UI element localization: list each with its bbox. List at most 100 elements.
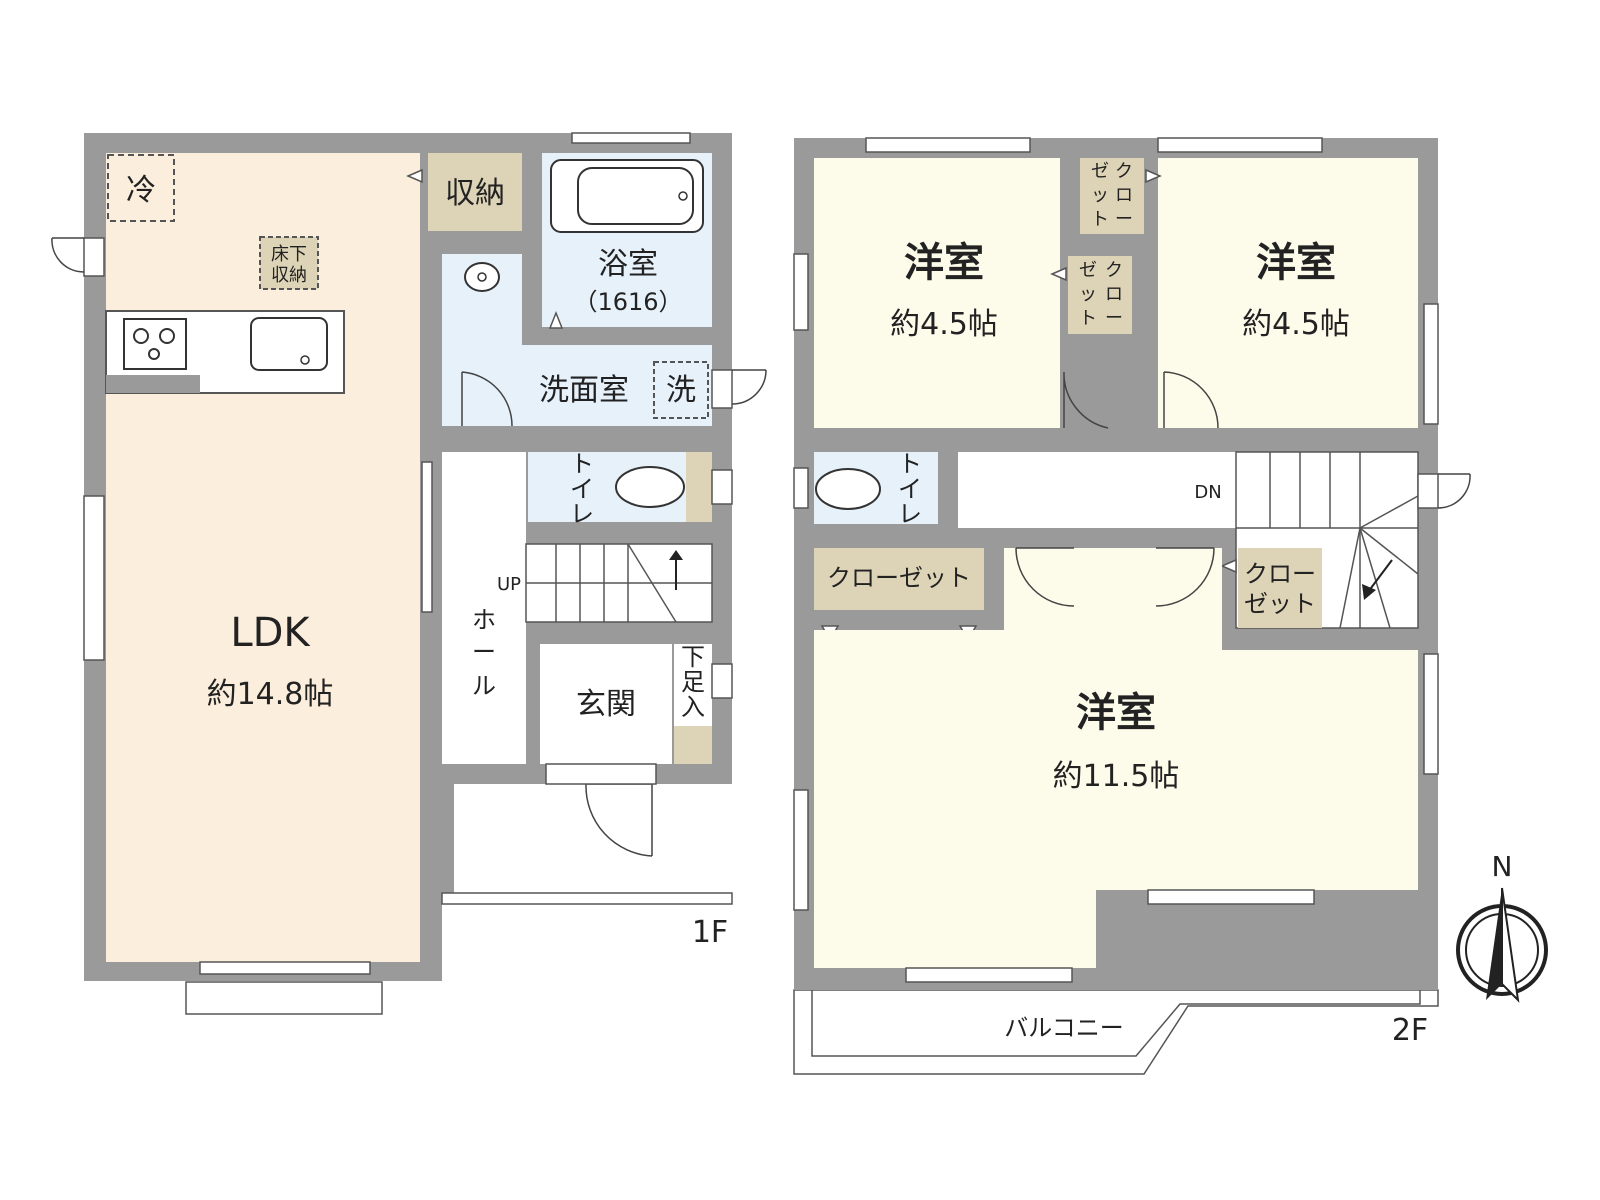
window-bay <box>185 981 383 1015</box>
window <box>1423 303 1439 425</box>
storage-label: 収納 <box>445 176 505 211</box>
bath-spec: （1616） <box>573 288 682 316</box>
bedroom-left-name: 洋室 <box>904 240 984 286</box>
room-washroom <box>442 254 712 426</box>
closet-small-char-6: ー <box>1115 209 1133 230</box>
shoe-box-char-2: 足 <box>681 668 705 696</box>
compass: N <box>1456 850 1548 1003</box>
stair-arrow-head <box>669 550 683 560</box>
ldk-name: LDK <box>230 610 311 656</box>
door-swing <box>1437 473 1471 509</box>
bedroom-main-size: 約11.5帖 <box>1053 759 1180 794</box>
underfloor-storage-label-2: 収納 <box>271 265 307 286</box>
window <box>793 467 809 509</box>
floor-label-1f: 1F <box>692 915 728 950</box>
closet-stair <box>1238 548 1322 628</box>
door-swing <box>51 237 85 273</box>
drain-icon <box>300 355 310 365</box>
toilet-1f-char-3: レ <box>570 500 594 528</box>
closet-stair-label-1: クロー <box>1244 560 1316 588</box>
door-marker <box>1145 168 1162 184</box>
room-bedroom-left <box>814 158 1060 428</box>
toilet-2f-char-3: レ <box>898 500 922 528</box>
toilet-icon <box>615 466 685 508</box>
burner-icon <box>159 328 175 344</box>
washbasin-icon <box>464 262 500 292</box>
compass-needle-right <box>1501 887 1520 1003</box>
window <box>905 967 1073 983</box>
closet-small-char-5: ロ <box>1115 185 1133 206</box>
down-label: DN <box>1194 482 1221 503</box>
room-storage <box>428 153 522 231</box>
balcony-label: バルコニー <box>1004 1014 1124 1042</box>
closet-wide <box>814 548 984 610</box>
porch-area <box>442 784 734 982</box>
room-bedroom-main <box>814 548 1418 968</box>
closet-small2-char-3: ト <box>1079 308 1097 329</box>
closet-small-char-1: ゼ <box>1091 161 1109 182</box>
room-hall <box>442 452 526 764</box>
toilet-tank <box>686 452 712 522</box>
toilet-1f-char-2: イ <box>570 475 594 503</box>
porch-wall <box>442 784 454 904</box>
window <box>571 132 691 144</box>
closet-small-char-2: ッ <box>1091 185 1109 206</box>
door-marker <box>1220 558 1237 574</box>
door-swing <box>1015 547 1075 607</box>
closet-stair-label-2: ゼット <box>1244 590 1316 618</box>
shoe-box-char-1: 下 <box>681 643 705 671</box>
window <box>421 461 433 613</box>
closet-small2-char-1: ゼ <box>1079 260 1097 281</box>
counter-wall <box>106 375 200 393</box>
window <box>83 495 105 661</box>
door-swing <box>1063 371 1109 429</box>
sink-icon <box>250 317 328 371</box>
window <box>711 469 733 505</box>
door-swing <box>1155 547 1215 607</box>
window <box>1423 653 1439 775</box>
bedroom-right-name: 洋室 <box>1256 240 1336 286</box>
door-marker <box>406 168 423 184</box>
window <box>793 253 809 331</box>
bedroom-left-size: 約4.5帖 <box>890 307 998 342</box>
washer-box <box>653 361 709 419</box>
bathtub-icon <box>550 159 704 233</box>
hall-char-2: ー <box>472 638 496 666</box>
door-swing <box>461 371 513 427</box>
bedroom-main-name: 洋室 <box>1076 690 1156 736</box>
shoe-box-char-3: 入 <box>681 693 705 721</box>
window <box>1417 473 1439 509</box>
door-frame <box>545 763 657 785</box>
window <box>199 961 371 975</box>
window <box>1157 137 1323 153</box>
hall-char-3: ル <box>472 672 496 700</box>
door-swing <box>1163 371 1219 429</box>
closet-small-bottom <box>1068 256 1132 334</box>
toilet-icon <box>815 468 881 510</box>
burner-icon <box>133 328 149 344</box>
ldk-size: 約14.8帖 <box>207 677 334 712</box>
stair-treads-2f <box>1236 452 1419 629</box>
shoe-box-top <box>674 644 712 726</box>
door-marker <box>1050 266 1067 282</box>
fridge-box <box>107 154 175 222</box>
closet-small-char-4: ク <box>1115 161 1133 182</box>
closet-small-char-3: ト <box>1091 209 1109 230</box>
closet-small-top <box>1080 158 1144 234</box>
tub-drain-icon <box>678 191 688 201</box>
closet-wide-label: クローゼット <box>827 564 971 592</box>
up-label: UP <box>497 574 521 595</box>
closet-small2-char-6: ー <box>1105 308 1123 329</box>
first-floor: 冷 床下 収納 LDK 約14.8帖 収納 浴室 （1616） 洗面室 洗 <box>51 132 767 1015</box>
compass-needle-icon <box>1486 888 1502 1000</box>
window <box>711 369 733 409</box>
room-entrance <box>540 644 672 764</box>
second-floor: バルコニー 洋室 約4.5帖 洋室 約4.5帖 ゼ ッ ト ク ロ ー ゼ ッ … <box>793 137 1471 1075</box>
entrance-label: 玄関 <box>576 687 636 722</box>
room-bedroom-right <box>1158 158 1418 428</box>
stair-arrow-head <box>1362 584 1376 600</box>
washer-label: 洗 <box>666 373 696 408</box>
closet-small2-char-4: ク <box>1105 260 1123 281</box>
window <box>83 237 105 277</box>
